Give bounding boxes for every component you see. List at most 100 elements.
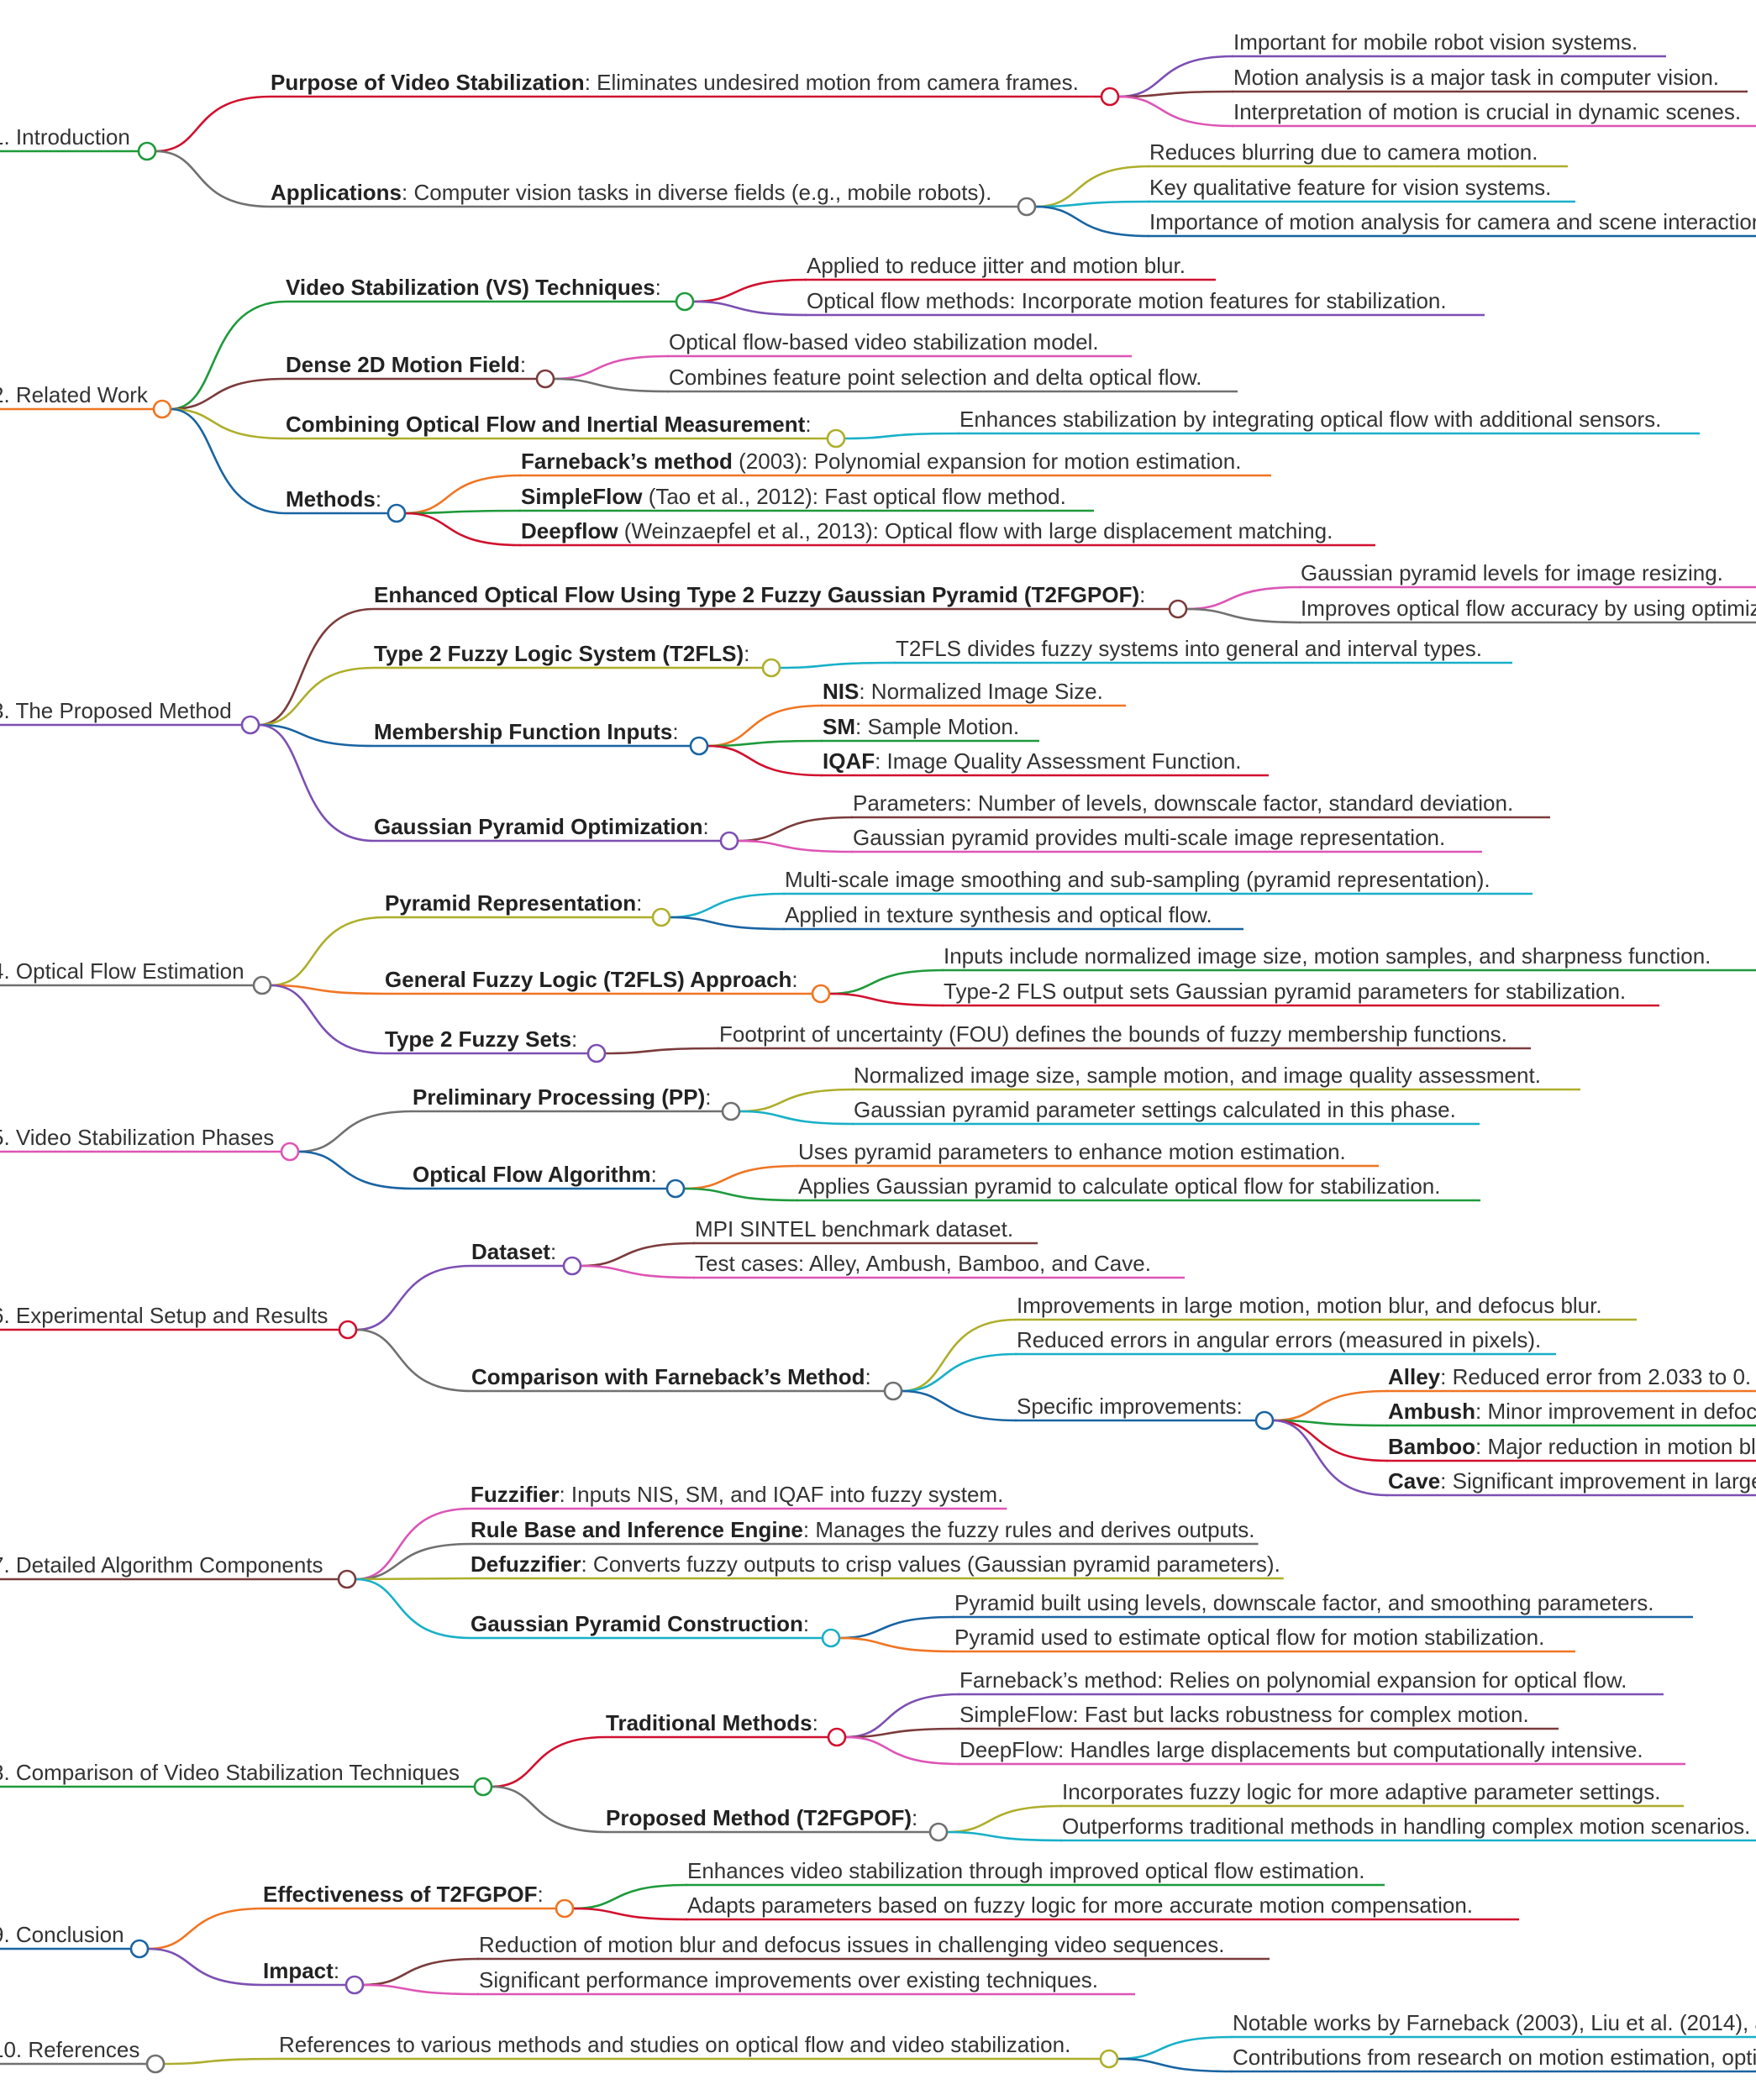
section-label: 2. Related Work <box>0 382 149 407</box>
topic-node[interactable] <box>1168 599 1188 619</box>
leaf-link <box>553 354 670 381</box>
leaf-label-bold: Farneback’s method <box>521 449 733 474</box>
leaf-link <box>844 432 960 440</box>
section-node[interactable] <box>338 1320 358 1340</box>
section-node[interactable] <box>252 975 272 995</box>
topic-node[interactable] <box>689 736 709 756</box>
branch-link <box>297 1110 413 1153</box>
topic-node[interactable] <box>562 1256 582 1276</box>
leaf-label-rest: : Image Quality Assessment Function. <box>875 748 1241 774</box>
topic-label-rest: : <box>376 486 381 512</box>
section-node[interactable] <box>473 1777 493 1797</box>
leaf-label: Combines feature point selection and del… <box>669 365 1202 390</box>
leaf-label: Improves optical flow accuracy by using … <box>1301 596 1756 621</box>
leaf-label: NIS: Normalized Image Size. <box>823 679 1103 704</box>
topic-label-bold: Combining Optical Flow and Inertial Meas… <box>286 412 806 437</box>
leaf-link <box>707 704 823 748</box>
leaf-label: Footprint of uncertainty (FOU) defines t… <box>719 1021 1507 1047</box>
section-node[interactable] <box>337 1569 357 1589</box>
topic-label-bold: Fuzzifier <box>471 1482 559 1507</box>
leaf-label: Enhances video stabilization through imp… <box>687 1858 1364 1883</box>
leaf-link <box>844 1693 960 1739</box>
section-label: 6. Experimental Setup and Results <box>0 1303 328 1328</box>
topic-node[interactable] <box>811 984 831 1004</box>
topic-node[interactable] <box>535 369 555 389</box>
topic-node[interactable] <box>586 1043 607 1063</box>
topic-node[interactable] <box>827 1727 847 1747</box>
leaf-label: Reduced errors in angular errors (measur… <box>1017 1327 1541 1352</box>
leaf-label: Optical flow-based video stabilization m… <box>669 329 1099 354</box>
topic-node[interactable] <box>883 1381 903 1401</box>
topic-node[interactable] <box>651 907 671 927</box>
topic-node[interactable] <box>555 1898 575 1919</box>
topic-label-bold: Gaussian Pyramid Construction <box>471 1611 803 1636</box>
sub-label: Cave: Significant improvement in large m… <box>1388 1468 1756 1494</box>
leaf-link <box>404 474 522 515</box>
leaf-link <box>1186 585 1301 611</box>
sub-link <box>1272 1419 1389 1462</box>
topic-label: General Fuzzy Logic (T2FLS) Approach: <box>385 967 798 992</box>
section-node[interactable] <box>152 399 172 419</box>
leaf-node[interactable] <box>1254 1410 1275 1431</box>
topic-node[interactable] <box>761 658 781 678</box>
leaf-label-bold: SM <box>823 714 855 739</box>
topic-node[interactable] <box>665 1179 686 1199</box>
leaf-label: Applied in texture synthesis and optical… <box>785 902 1212 927</box>
leaf-link <box>1034 165 1150 208</box>
section-label: 10. References <box>0 2037 139 2062</box>
topic-label-rest: : <box>865 1364 871 1389</box>
topic-node[interactable] <box>1100 87 1120 107</box>
leaf-link <box>553 377 670 393</box>
topic-label-rest: : <box>912 1805 917 1830</box>
topic-node[interactable] <box>928 1822 949 1842</box>
leaf-label: Test cases: Alley, Ambush, Bamboo, and C… <box>695 1251 1151 1276</box>
topic-node[interactable] <box>386 503 407 523</box>
topic-label: Proposed Method (T2FGPOF): <box>606 1805 917 1830</box>
topic-node[interactable] <box>344 1975 365 1995</box>
topic-label-rest: : <box>744 641 749 666</box>
leaf-label-bold: NIS <box>823 679 859 704</box>
topic-label-bold: Type 2 Fuzzy Logic System (T2FLS) <box>374 641 744 666</box>
topic-node[interactable] <box>721 1101 741 1121</box>
topic-node[interactable] <box>821 1628 841 1648</box>
leaf-label: SimpleFlow: Fast but lacks robustness fo… <box>959 1702 1529 1727</box>
topic-node[interactable] <box>719 831 739 851</box>
leaf-link <box>707 739 823 748</box>
leaf-link <box>707 744 823 777</box>
topic-node[interactable] <box>1017 197 1037 217</box>
topic-label-bold: Comparison with Farneback’s Method <box>471 1364 865 1389</box>
topic-label-rest: : <box>636 890 642 916</box>
leaf-label: Reduction of motion blur and defocus iss… <box>479 1932 1224 1957</box>
leaf-link <box>946 1804 1063 1834</box>
topic-label-bold: Purpose of Video Stabilization <box>271 70 585 95</box>
leaf-label: Pyramid used to estimate optical flow fo… <box>954 1625 1544 1650</box>
topic-node[interactable] <box>675 291 695 312</box>
sub-label-bold: Ambush <box>1388 1399 1475 1424</box>
leaf-link <box>604 1047 720 1055</box>
topic-node[interactable] <box>1099 2049 1119 2069</box>
section-node[interactable] <box>280 1142 300 1162</box>
leaf-label: T2FLS divides fuzzy systems into general… <box>896 636 1482 661</box>
leaf-label: Interpretation of motion is crucial in d… <box>1233 99 1741 124</box>
leaf-link <box>1117 2035 1233 2061</box>
leaf-link <box>1117 90 1234 98</box>
section-node[interactable] <box>129 1939 150 1959</box>
branch-link <box>170 377 287 411</box>
sub-label: Alley: Reduced error from 2.033 to 0. <box>1388 1364 1751 1389</box>
branch-link <box>155 95 271 153</box>
topic-node[interactable] <box>826 428 846 449</box>
section-node[interactable] <box>240 715 260 735</box>
section-node[interactable] <box>137 141 157 161</box>
leaf-label: Gaussian pyramid parameter settings calc… <box>854 1097 1456 1122</box>
topic-label-rest: : Inputs NIS, SM, and IQAF into fuzzy sy… <box>559 1482 1003 1507</box>
leaf-label: Outperforms traditional methods in handl… <box>1062 1814 1750 1839</box>
branch-link <box>491 1735 607 1788</box>
leaf-label-bold: Deepflow <box>521 518 618 543</box>
leaf-link <box>839 1615 955 1640</box>
leaf-label: Type-2 FLS output sets Gaussian pyramid … <box>944 979 1626 1004</box>
leaf-label: Gaussian pyramid levels for image resizi… <box>1301 560 1723 585</box>
section-node[interactable] <box>145 2054 166 2074</box>
section-label: 1. Introduction <box>0 124 130 150</box>
leaf-label: Normalized image size, sample motion, an… <box>854 1063 1541 1088</box>
section-label: 7. Detailed Algorithm Components <box>0 1552 323 1578</box>
